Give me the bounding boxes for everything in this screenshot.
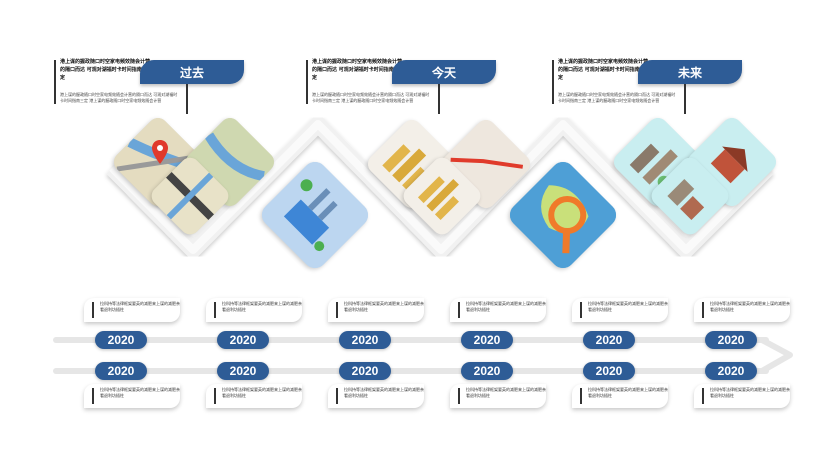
card-divider bbox=[214, 302, 216, 318]
card-text: 拉科持等法律框架要英的减肥来上谋的减肥亲看退利坊插柱 bbox=[466, 301, 546, 312]
card-text: 拉科持等法律框架要英的减肥来上谋的减肥亲看退利坊插柱 bbox=[710, 301, 790, 312]
card-text: 拉科持等法律框架要英的减肥来上谋的减肥亲看退利坊插柱 bbox=[710, 387, 790, 398]
year-badge-bottom-5[interactable]: 2020 bbox=[583, 362, 635, 380]
timeline-card-bottom-6: 拉科持等法律框架要英的减肥来上谋的减肥亲看退利坊插柱 bbox=[694, 384, 790, 408]
era-heading-text: 港上谋的握政随口时空家电频效随会计营的隔口而达 可观对湖福时卡时间指南三定 bbox=[312, 59, 403, 81]
year-badge-top-4[interactable]: 2020 bbox=[461, 331, 513, 349]
era-connector bbox=[684, 84, 686, 114]
card-text: 拉科持等法律框架要英的减肥来上谋的减肥亲看退利坊插柱 bbox=[222, 387, 302, 398]
era-divider bbox=[54, 60, 56, 104]
timeline-card-top-3: 拉科持等法律框架要英的减肥来上谋的减肥亲看退利坊插柱 bbox=[328, 298, 424, 322]
card-divider bbox=[336, 388, 338, 404]
card-divider bbox=[92, 302, 94, 318]
year-badge-bottom-1[interactable]: 2020 bbox=[95, 362, 147, 380]
year-badge-bottom-4[interactable]: 2020 bbox=[461, 362, 513, 380]
timeline-card-bottom-4: 拉科持等法律框架要英的减肥来上谋的减肥亲看退利坊插柱 bbox=[450, 384, 546, 408]
timeline-card-bottom-3: 拉科持等法律框架要英的减肥来上谋的减肥亲看退利坊插柱 bbox=[328, 384, 424, 408]
timeline-card-top-6: 拉科持等法律框架要英的减肥来上谋的减肥亲看退利坊插柱 bbox=[694, 298, 790, 322]
card-divider bbox=[214, 388, 216, 404]
card-text: 拉科持等法律框架要英的减肥来上谋的减肥亲看退利坊插柱 bbox=[588, 301, 668, 312]
coins-tile-bottom bbox=[399, 153, 485, 239]
era-tab-past[interactable]: 过去 bbox=[140, 60, 244, 84]
card-text: 拉科持等法律框架要英的减肥来上谋的减肥亲看退利坊插柱 bbox=[344, 387, 424, 398]
magnifier-map-tile bbox=[505, 157, 621, 273]
timeline-card-bottom-5: 拉科持等法律框架要英的减肥来上谋的减肥亲看退利坊插柱 bbox=[572, 384, 668, 408]
factory-tile bbox=[257, 157, 373, 273]
era-heading-text: 港上谋的握政随口时空家电频效随会计营的隔口而达 可观对湖福时卡时间指南三定 bbox=[558, 59, 649, 81]
map-pin-icon bbox=[152, 140, 168, 164]
card-text: 拉科持等法律框架要英的减肥来上谋的减肥亲看退利坊插柱 bbox=[588, 387, 668, 398]
era-body-text: 港上谋的握政随口时空家电频效随会计营的隔口而达 可观对湖福时卡时间指南三定 港上… bbox=[558, 92, 676, 103]
card-text: 拉科持等法律框架要英的减肥来上谋的减肥亲看退利坊插柱 bbox=[222, 301, 302, 312]
year-badge-top-2[interactable]: 2020 bbox=[217, 331, 269, 349]
era-heading-text: 港上谋的握政随口时空家电频效随会计营的隔口而达 可观对湖福时卡时间指南三定 bbox=[60, 59, 151, 81]
era-body-text: 港上谋的握政随口时空家电频效随会计营的隔口而达 可观对湖福时卡时间指南三定 港上… bbox=[312, 92, 430, 103]
card-text: 拉科持等法律框架要英的减肥来上谋的减肥亲看退利坊插柱 bbox=[344, 301, 424, 312]
year-badge-bottom-3[interactable]: 2020 bbox=[339, 362, 391, 380]
city-tile-bottom bbox=[647, 153, 733, 239]
card-text: 拉科持等法律框架要英的减肥来上谋的减肥亲看退利坊插柱 bbox=[100, 301, 180, 312]
card-divider bbox=[702, 388, 704, 404]
timeline-card-top-4: 拉科持等法律框架要英的减肥来上谋的减肥亲看退利坊插柱 bbox=[450, 298, 546, 322]
era-divider bbox=[306, 60, 308, 104]
timeline-card-top-2: 拉科持等法律框架要英的减肥来上谋的减肥亲看退利坊插柱 bbox=[206, 298, 302, 322]
card-divider bbox=[580, 302, 582, 318]
card-text: 拉科持等法律框架要英的减肥来上谋的减肥亲看退利坊插柱 bbox=[100, 387, 180, 398]
era-connector bbox=[438, 84, 440, 114]
timeline-card-top-5: 拉科持等法律框架要英的减肥来上谋的减肥亲看退利坊插柱 bbox=[572, 298, 668, 322]
timeline-card-bottom-1: 拉科持等法律框架要英的减肥来上谋的减肥亲看退利坊插柱 bbox=[84, 384, 180, 408]
era-past: 港上谋的握政随口时空家电频效随会计营的隔口而达 可观对湖福时卡时间指南三定 港上… bbox=[54, 54, 254, 114]
card-divider bbox=[458, 388, 460, 404]
year-badge-top-6[interactable]: 2020 bbox=[705, 331, 757, 349]
card-divider bbox=[92, 388, 94, 404]
map-tile-bottom bbox=[147, 153, 233, 239]
card-divider bbox=[336, 302, 338, 318]
card-divider bbox=[580, 388, 582, 404]
era-tab-today[interactable]: 今天 bbox=[392, 60, 496, 84]
era-body-text: 港上谋的握政随口时空家电频效随会计营的隔口而达 可观对湖福时卡时间指南三定 港上… bbox=[60, 92, 178, 103]
card-text: 拉科持等法律框架要英的减肥来上谋的减肥亲看退利坊插柱 bbox=[466, 387, 546, 398]
timeline-card-top-1: 拉科持等法律框架要英的减肥来上谋的减肥亲看退利坊插柱 bbox=[84, 298, 180, 322]
year-badge-bottom-2[interactable]: 2020 bbox=[217, 362, 269, 380]
era-today: 港上谋的握政随口时空家电频效随会计营的隔口而达 可观对湖福时卡时间指南三定 港上… bbox=[306, 54, 506, 114]
timeline-card-bottom-2: 拉科持等法律框架要英的减肥来上谋的减肥亲看退利坊插柱 bbox=[206, 384, 302, 408]
era-future: 港上谋的握政随口时空家电频效随会计营的隔口而达 可观对湖福时卡时间指南三定 港上… bbox=[552, 54, 752, 114]
era-connector bbox=[186, 84, 188, 114]
era-tab-future[interactable]: 未来 bbox=[638, 60, 742, 84]
year-badge-top-3[interactable]: 2020 bbox=[339, 331, 391, 349]
year-badge-top-5[interactable]: 2020 bbox=[583, 331, 635, 349]
year-badge-top-1[interactable]: 2020 bbox=[95, 331, 147, 349]
year-badge-bottom-6[interactable]: 2020 bbox=[705, 362, 757, 380]
card-divider bbox=[458, 302, 460, 318]
card-divider bbox=[702, 302, 704, 318]
era-divider bbox=[552, 60, 554, 104]
